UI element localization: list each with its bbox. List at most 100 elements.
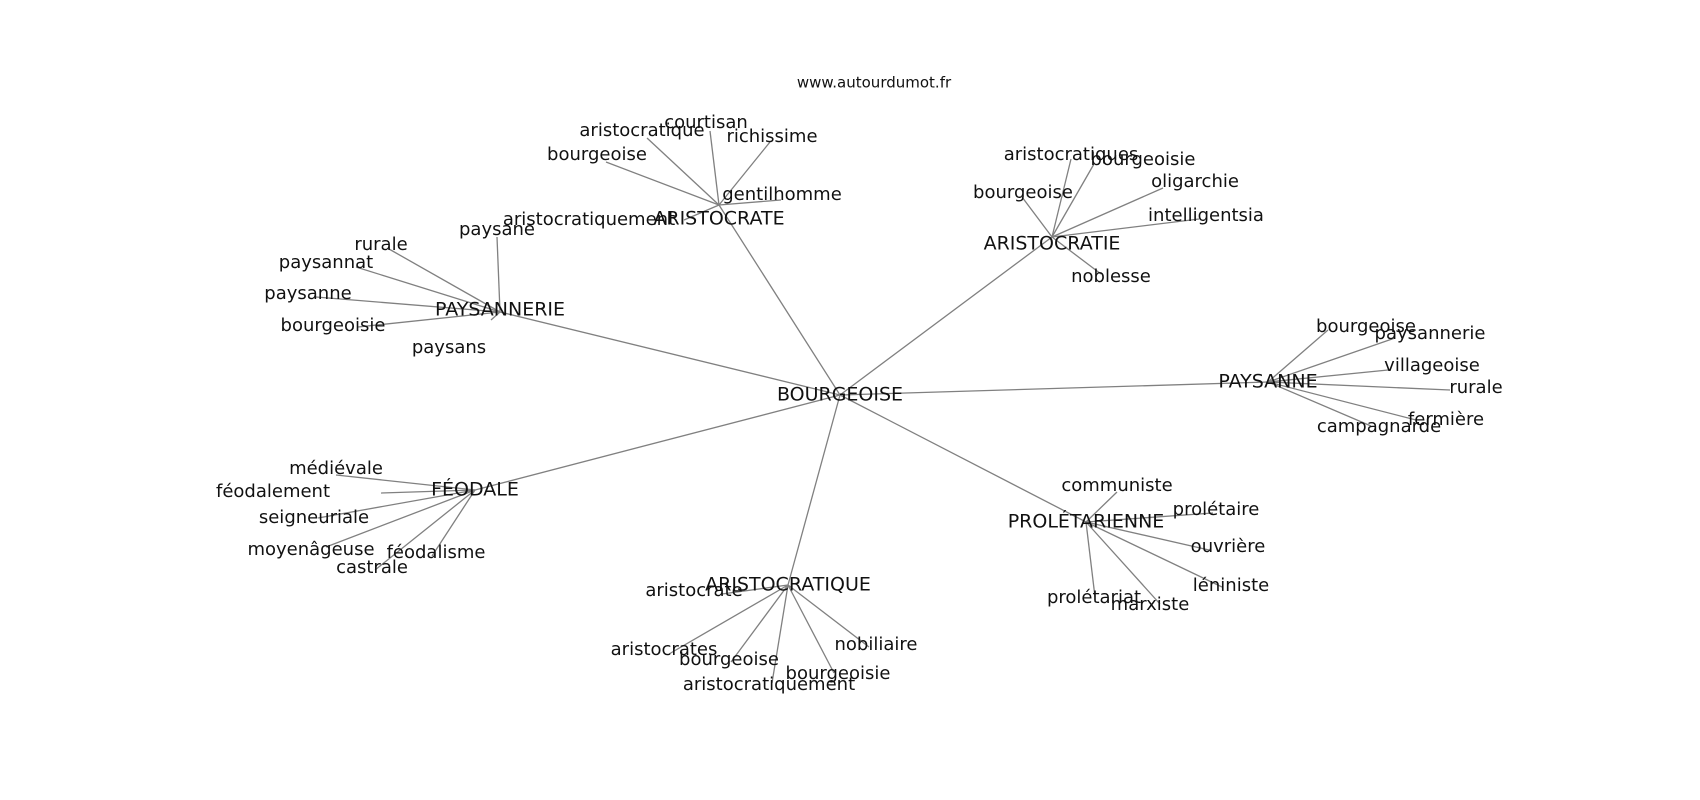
- leaf-word[interactable]: noblesse: [1071, 266, 1151, 287]
- edge-hub-to-leaf: [1267, 329, 1329, 383]
- edge-hub-to-leaf: [605, 161, 720, 206]
- hub-aristocratie[interactable]: ARISTOCRATIE: [983, 232, 1121, 255]
- edge-hub-to-leaf: [1085, 512, 1214, 523]
- leaf-word[interactable]: médiévale: [289, 458, 383, 479]
- edge-hub-to-leaf: [388, 248, 501, 313]
- leaf-word[interactable]: bourgeoisie: [280, 315, 386, 336]
- edge-hub-to-leaf: [646, 137, 720, 206]
- edge-hub-to-leaf: [355, 266, 501, 313]
- edge-hub-to-leaf: [668, 584, 789, 655]
- leaf-word[interactable]: fermière: [1407, 409, 1485, 430]
- leaf-word[interactable]: ouvrière: [1190, 536, 1266, 557]
- leaf-word[interactable]: campagnarde: [1316, 416, 1442, 437]
- leaf-word[interactable]: bourgeoisie: [785, 663, 891, 684]
- leaf-word[interactable]: moyenâgeuse: [247, 539, 375, 560]
- root-word[interactable]: BOURGEOISE: [776, 383, 904, 406]
- leaf-word[interactable]: paysanne: [264, 283, 352, 304]
- edge-hub-to-leaf: [1085, 521, 1210, 551]
- edge-root-to-hub: [474, 394, 841, 491]
- edge-hub-to-leaf: [683, 204, 720, 221]
- leaf-word[interactable]: marxiste: [1110, 594, 1190, 615]
- edge-hub-to-leaf: [1085, 521, 1096, 598]
- edge-hub-to-leaf: [1267, 369, 1389, 383]
- edge-hub-to-leaf: [431, 489, 476, 557]
- edge-hub-to-leaf: [380, 489, 476, 494]
- leaf-word[interactable]: bourgeoise: [973, 182, 1073, 203]
- edge-hub-to-leaf: [1085, 521, 1161, 605]
- leaf-word[interactable]: bourgeoise: [1316, 316, 1416, 337]
- hub-aristocratique[interactable]: ARISTOCRATIQUE: [705, 573, 871, 596]
- edge-hub-to-leaf: [374, 489, 476, 571]
- edge-hub-to-leaf: [1267, 381, 1372, 427]
- leaf-word[interactable]: paysans: [411, 337, 487, 358]
- leaf-word[interactable]: aristocratique: [579, 120, 705, 141]
- edge-hub-to-leaf: [1085, 521, 1223, 588]
- edge-hub-to-leaf: [787, 584, 870, 648]
- edge-root-to-hub: [839, 236, 1053, 396]
- edge-hub-to-leaf: [718, 199, 782, 206]
- edge-hub-to-leaf: [1021, 196, 1053, 238]
- leaf-word[interactable]: villageoise: [1384, 355, 1480, 376]
- leaf-word[interactable]: léniniste: [1192, 575, 1270, 596]
- leaf-word[interactable]: bourgeoisie: [1090, 149, 1196, 170]
- edge-hub-to-leaf: [771, 584, 789, 684]
- edge-root-to-hub: [839, 394, 1087, 523]
- leaf-word[interactable]: paysannat: [278, 252, 374, 273]
- edge-hub-to-leaf: [1051, 218, 1200, 238]
- hub-aristocrate[interactable]: ARISTOCRATE: [653, 207, 785, 230]
- leaf-word[interactable]: féodalisme: [386, 542, 486, 563]
- leaf-word[interactable]: richissime: [726, 126, 818, 147]
- edge-hub-to-leaf: [718, 141, 771, 206]
- site-watermark: www.autourdumot.fr: [796, 73, 952, 92]
- edge-hub-to-leaf: [335, 474, 476, 491]
- edge-hub-to-leaf: [1051, 163, 1095, 238]
- edge-hub-to-leaf: [1267, 337, 1396, 383]
- leaf-word[interactable]: féodalement: [215, 481, 331, 502]
- edge-root-to-hub: [499, 311, 841, 396]
- edge-hub-to-leaf: [1085, 491, 1118, 523]
- hub-paysanne[interactable]: PAYSANNE: [1218, 370, 1318, 393]
- edge-hub-to-leaf: [730, 584, 789, 663]
- leaf-word[interactable]: communiste: [1061, 475, 1173, 496]
- edge-hub-to-leaf: [1267, 381, 1451, 391]
- edge-hub-to-leaf: [325, 489, 476, 548]
- edge-root-to-hub: [718, 204, 841, 396]
- leaf-word[interactable]: gentilhomme: [722, 184, 842, 205]
- leaf-word[interactable]: rurale: [354, 234, 408, 255]
- leaf-word[interactable]: aristocratiquement: [502, 209, 676, 230]
- leaf-word[interactable]: prolétariat: [1046, 587, 1142, 608]
- leaf-word[interactable]: aristocrate: [645, 580, 743, 601]
- leaf-word[interactable]: courtisan: [664, 112, 748, 133]
- hub-feodale[interactable]: FÉODALE: [431, 478, 519, 501]
- edge-hub-to-leaf: [317, 489, 476, 519]
- leaf-word[interactable]: castrale: [336, 557, 408, 578]
- edge-hub-to-leaf: [787, 584, 835, 674]
- leaf-word[interactable]: aristocratiquement: [682, 674, 856, 695]
- leaf-word[interactable]: paysane: [459, 219, 535, 240]
- leaf-word[interactable]: intelligentsia: [1148, 205, 1264, 226]
- leaf-word[interactable]: prolétaire: [1172, 499, 1260, 520]
- edge-hub-to-leaf: [709, 130, 720, 206]
- edge-hub-to-leaf: [1051, 158, 1072, 238]
- leaf-word[interactable]: aristocratiques: [1003, 144, 1139, 165]
- leaf-word[interactable]: seigneuriale: [258, 507, 370, 528]
- hub-paysannerie[interactable]: PAYSANNERIE: [434, 298, 566, 321]
- hub-proletarienne[interactable]: PROLÉTARIENNE: [1007, 510, 1165, 533]
- leaf-word[interactable]: oligarchie: [1151, 171, 1239, 192]
- leaf-word[interactable]: aristocrates: [610, 639, 718, 660]
- leaf-word[interactable]: bourgeoise: [679, 649, 779, 670]
- edge-hub-to-leaf: [1051, 187, 1164, 238]
- edge-hub-to-leaf: [490, 311, 501, 321]
- leaf-word[interactable]: nobiliaire: [834, 634, 918, 655]
- leaf-word[interactable]: paysannerie: [1374, 323, 1486, 344]
- edge-hub-to-leaf: [1267, 381, 1417, 421]
- edge-hub-to-leaf: [496, 236, 501, 313]
- leaf-word[interactable]: bourgeoise: [547, 144, 647, 165]
- edge-hub-to-leaf: [315, 296, 501, 313]
- edge-root-to-hub: [839, 381, 1269, 396]
- edge-hub-to-leaf: [721, 584, 789, 595]
- edge-root-to-hub: [787, 394, 841, 586]
- leaf-word[interactable]: rurale: [1449, 377, 1503, 398]
